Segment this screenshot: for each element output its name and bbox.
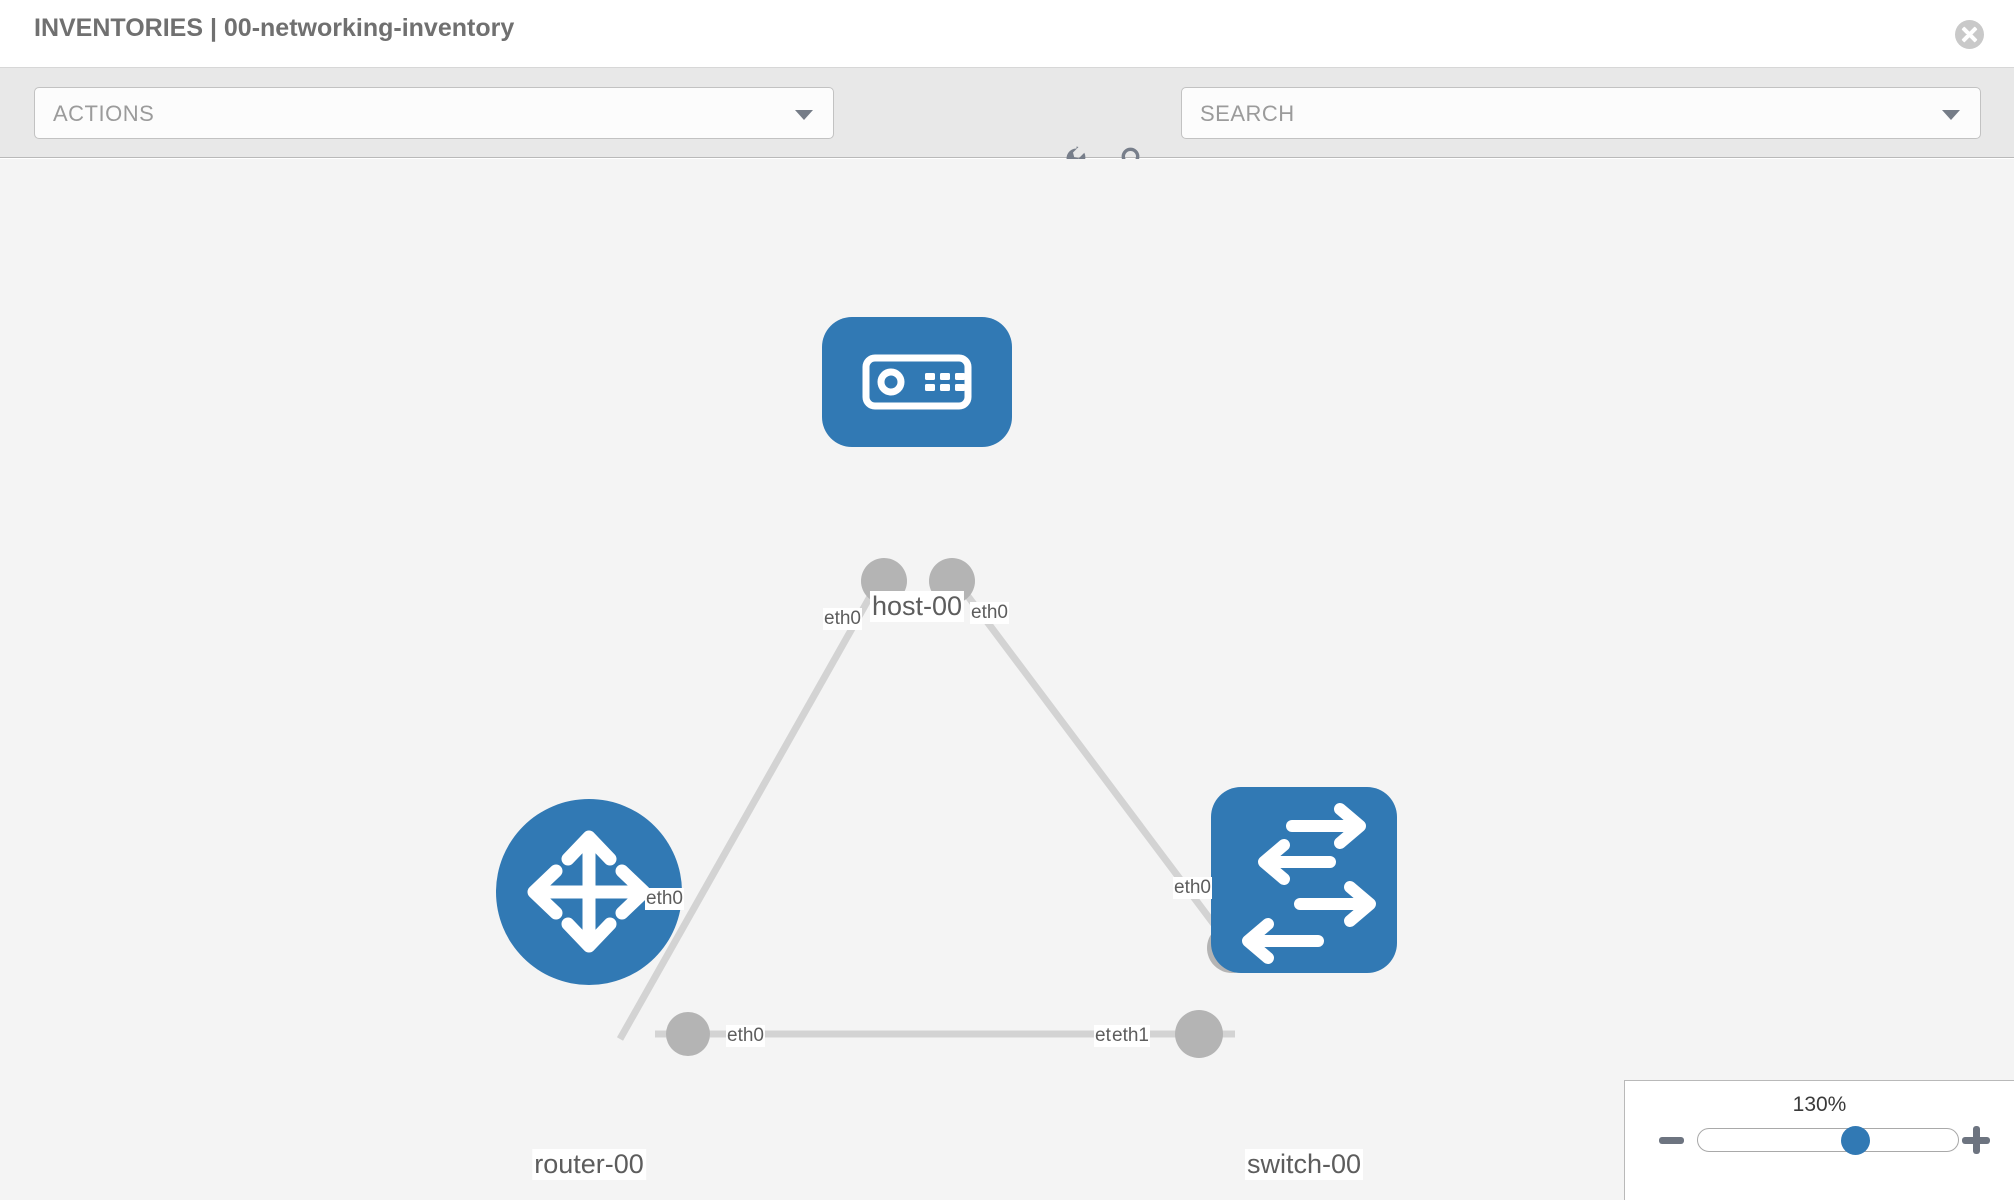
node-label-switch-00[interactable]: switch-00: [1244, 1149, 1364, 1181]
minus-icon[interactable]: [1659, 1137, 1684, 1144]
actions-dropdown-label: ACTIONS: [53, 101, 155, 126]
plus-icon[interactable]: [1962, 1126, 1990, 1154]
iface-label-switch-top: eth0: [1173, 877, 1212, 899]
port-router-right: [666, 1012, 710, 1056]
chevron-down-icon[interactable]: [1942, 110, 1960, 120]
node-host-00: [822, 317, 1012, 447]
search-input[interactable]: SEARCH: [1181, 87, 1981, 139]
node-router-00: [496, 799, 682, 985]
page-header: INVENTORIES | 00-networking-inventory: [0, 0, 2014, 68]
close-icon[interactable]: [1955, 20, 1984, 49]
chevron-down-icon: [795, 110, 813, 120]
node-switch-00: [1211, 787, 1397, 973]
page-title: INVENTORIES | 00-networking-inventory: [34, 14, 515, 42]
port-switch-left: [1175, 1010, 1223, 1058]
topology-ports: [666, 558, 1257, 1058]
link-host-switch: [952, 576, 1243, 962]
node-label-router-00[interactable]: router-00: [532, 1149, 646, 1181]
topology-canvas[interactable]: host-00 router-00 switch-00 eth0 eth0 et…: [0, 159, 2014, 1200]
zoom-level-label: 130%: [1792, 1093, 1847, 1116]
iface-label-router-right: eth0: [726, 1025, 765, 1047]
node-label-host-00[interactable]: host-00: [869, 591, 965, 623]
zoom-slider-thumb[interactable]: [1841, 1126, 1871, 1155]
topology-links: [616, 576, 1243, 1041]
link-host-router: [616, 577, 884, 1041]
iface-label-switch-left: eth1: [1111, 1025, 1150, 1047]
actions-dropdown[interactable]: ACTIONS: [34, 87, 834, 139]
iface-label-host-right: eth0: [970, 602, 1009, 624]
zoom-slider-track[interactable]: [1697, 1128, 1959, 1152]
search-placeholder: SEARCH: [1200, 101, 1295, 126]
iface-label-router-top: eth0: [645, 888, 684, 910]
toolbar: ACTIONS SEARCH: [0, 68, 2014, 180]
zoom-control-panel: 130%: [1624, 1080, 2014, 1200]
iface-label-host-left: eth0: [823, 608, 862, 630]
